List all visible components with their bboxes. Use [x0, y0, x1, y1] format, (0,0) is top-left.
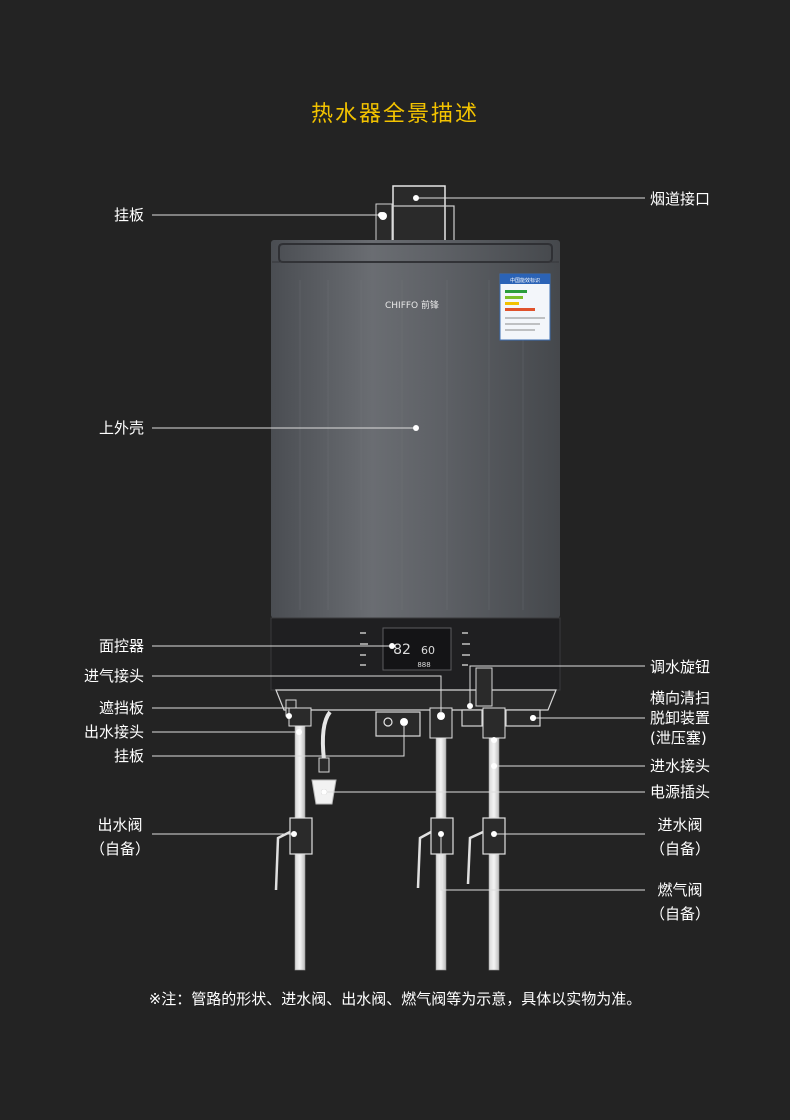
inlet-valve: [466, 817, 506, 885]
label-upper-shell: 上外壳: [98, 419, 144, 437]
label-inlet-valve: 进水阀: [657, 816, 703, 834]
cleaning-plug: [461, 709, 541, 727]
label-outlet-valve-note: （自备）: [89, 840, 150, 858]
label-hanging-board-bottom: 挂板: [113, 747, 144, 765]
label-power-plug: 电源插头: [650, 783, 711, 801]
label-shield-plate: 遮挡板: [98, 699, 144, 717]
label-cleaning-line3: (泄压塞): [650, 729, 707, 747]
energy-label: 中国能效标识: [499, 273, 551, 341]
label-gas-inlet-connector: 进气接头: [83, 667, 144, 685]
label-hanging-board-top: 挂板: [113, 206, 144, 224]
label-control-panel: 面控器: [98, 637, 144, 655]
control-panel: 82 60 888: [270, 617, 561, 691]
display-digits-bottom: 888: [417, 661, 430, 669]
label-gas-valve: 燃气阀: [657, 881, 703, 899]
energy-label-header: 中国能效标识: [510, 277, 540, 284]
hanging-board-top: [375, 203, 393, 243]
label-outlet-valve: 出水阀: [97, 816, 143, 834]
label-gas-valve-note: （自备）: [649, 905, 710, 923]
label-cleaning-line1: 横向清扫: [650, 689, 711, 707]
flue-interface: [381, 185, 455, 243]
outlet-valve: [274, 817, 313, 891]
label-flue-interface: 烟道接口: [650, 190, 711, 208]
label-water-outlet-connector: 出水接头: [83, 723, 144, 741]
display-digits-secondary: 60: [421, 644, 435, 657]
label-water-inlet-connector: 进水接头: [650, 757, 711, 775]
footnote: ※注：管路的形状、进水阀、出水阀、燃气阀等为示意，具体以实物为准。: [148, 990, 642, 1008]
leader-dots: [286, 195, 536, 837]
gas-valve: [416, 817, 454, 889]
diagram-title: 热水器全景描述: [310, 102, 479, 127]
brand-logo: CHIFFO 前锋: [385, 299, 439, 311]
water-adjust-knob: [475, 667, 493, 707]
display-digits-main: 82: [393, 642, 411, 658]
label-water-adjust-knob: 调水旋钮: [650, 658, 711, 676]
hanging-board-bottom: [375, 711, 421, 737]
leader-lines: [152, 197, 645, 891]
label-inlet-valve-note: （自备）: [649, 840, 710, 858]
label-cleaning-line2: 脱卸装置: [650, 709, 711, 727]
